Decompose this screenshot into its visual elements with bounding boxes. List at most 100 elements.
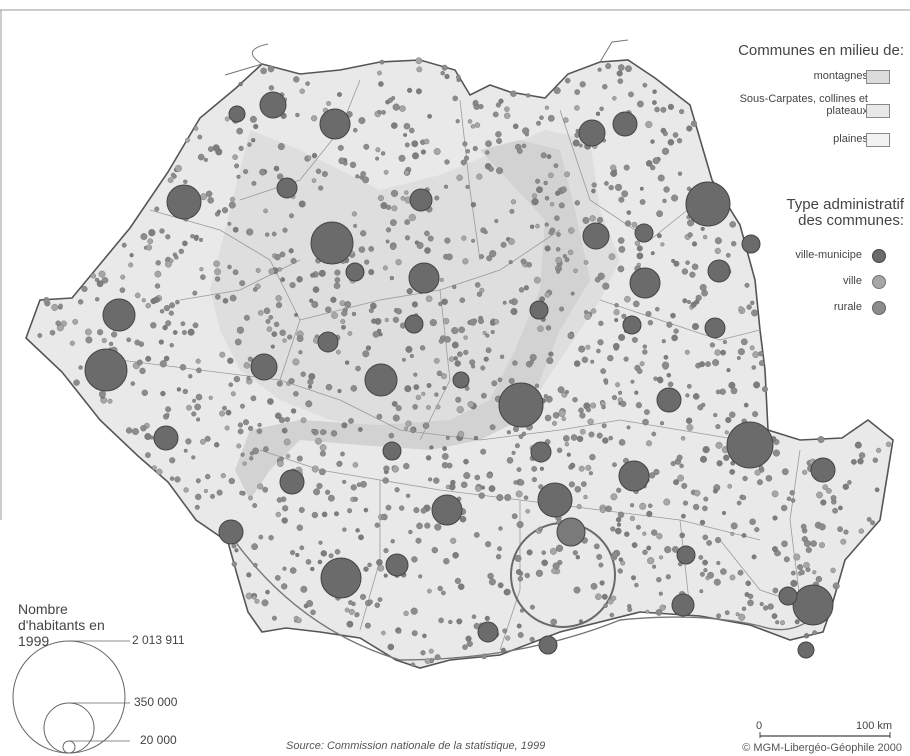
city-buzau	[618, 460, 650, 492]
settlement-dot	[602, 437, 609, 444]
settlement-dot	[119, 287, 126, 293]
city-slatina	[385, 553, 409, 577]
settlement-dot	[375, 156, 380, 161]
settlement-dot	[441, 298, 448, 305]
settlement-dot	[463, 335, 468, 340]
settlement-dot	[608, 184, 614, 191]
settlement-dot	[341, 310, 348, 317]
settlement-dot	[263, 307, 271, 315]
settlement-dot	[350, 484, 357, 491]
settlement-dot	[645, 310, 652, 317]
settlement-dot	[78, 365, 83, 370]
settlement-dot	[576, 435, 584, 443]
settlement-dot	[730, 522, 738, 530]
settlement-dot	[529, 636, 535, 642]
settlement-dot	[134, 339, 141, 346]
settlement-dot	[165, 234, 171, 240]
settlement-dot	[457, 430, 465, 438]
settlement-dot	[347, 331, 353, 336]
settlement-dot	[170, 172, 176, 178]
settlement-dot	[251, 180, 257, 186]
settlement-dot	[573, 586, 581, 594]
settlement-dot	[404, 235, 411, 241]
settlement-dot	[642, 344, 647, 349]
settlement-dot	[511, 513, 518, 520]
settlement-dot	[673, 328, 679, 334]
settlement-dot	[72, 318, 79, 325]
settlement-dot	[730, 387, 738, 395]
settlement-dot	[282, 227, 288, 233]
settlement-dot	[199, 267, 204, 272]
settlement-dot	[295, 112, 300, 118]
settlement-dot	[197, 134, 203, 140]
settlement-dot	[268, 315, 274, 320]
settlement-dot	[358, 246, 366, 253]
settlement-dot	[382, 477, 389, 484]
settlement-dot	[578, 465, 585, 472]
settlement-dot	[404, 190, 409, 195]
settlement-dot	[617, 511, 625, 518]
settlement-dot	[618, 64, 625, 71]
settlement-dot	[282, 338, 287, 343]
settlement-dot	[339, 300, 346, 307]
settlement-dot	[192, 398, 197, 403]
settlement-dot	[692, 393, 700, 400]
settlement-dot	[653, 376, 658, 381]
settlement-dot	[341, 422, 348, 429]
settlement-dot	[371, 318, 377, 324]
settlement-dot	[331, 312, 338, 319]
settlement-dot	[405, 420, 412, 427]
settlement-dot	[551, 568, 557, 574]
settlement-dot	[698, 555, 704, 560]
city-focsani	[656, 387, 682, 413]
settlement-dot	[305, 81, 310, 86]
settlement-dot	[375, 147, 381, 153]
settlement-dot	[316, 482, 323, 490]
settlement-dot	[465, 635, 472, 642]
settlement-dot	[700, 226, 705, 231]
settlement-dot	[422, 633, 427, 639]
settlement-dot	[227, 357, 234, 364]
city-deva	[250, 353, 278, 381]
settlement-dot	[663, 354, 669, 360]
settlement-dot	[365, 345, 371, 351]
settlement-dot	[147, 238, 154, 245]
settlement-dot	[399, 105, 406, 112]
settlement-dot	[514, 443, 520, 449]
legend-milieu-label-1: Sous-Carpates, collines et plateaux	[739, 93, 868, 117]
settlement-dot	[758, 351, 764, 357]
legend-type-label-2: rurale	[833, 301, 862, 313]
settlement-dot	[318, 540, 323, 545]
settlement-dot	[651, 529, 658, 536]
settlement-dot	[145, 303, 151, 309]
settlement-dot	[714, 349, 721, 356]
settlement-dot	[152, 465, 157, 471]
settlement-dot	[183, 179, 188, 184]
settlement-dot	[289, 282, 296, 289]
settlement-dot	[714, 237, 722, 245]
settlement-dot	[305, 400, 313, 408]
settlement-dot	[478, 492, 485, 499]
settlement-dot	[553, 163, 559, 169]
settlement-dot	[253, 123, 259, 130]
settlement-dot	[374, 522, 380, 528]
settlement-dot	[589, 453, 596, 461]
settlement-dot	[358, 117, 366, 125]
settlement-dot	[583, 260, 589, 265]
settlement-dot	[607, 598, 614, 605]
settlement-dot	[271, 231, 277, 237]
settlement-dot	[639, 186, 644, 191]
settlement-dot	[575, 555, 580, 560]
settlement-dot	[458, 326, 465, 334]
settlement-dot	[537, 526, 543, 532]
settlement-dot	[300, 371, 306, 377]
scale-bar	[759, 732, 891, 738]
settlement-dot	[583, 494, 588, 500]
city-mangalia	[797, 641, 815, 659]
settlement-dot	[789, 490, 795, 496]
settlement-dot	[420, 507, 427, 514]
settlement-dot	[729, 221, 736, 228]
settlement-dot	[159, 360, 167, 368]
settlement-dot	[281, 583, 288, 590]
settlement-dot	[220, 473, 226, 479]
